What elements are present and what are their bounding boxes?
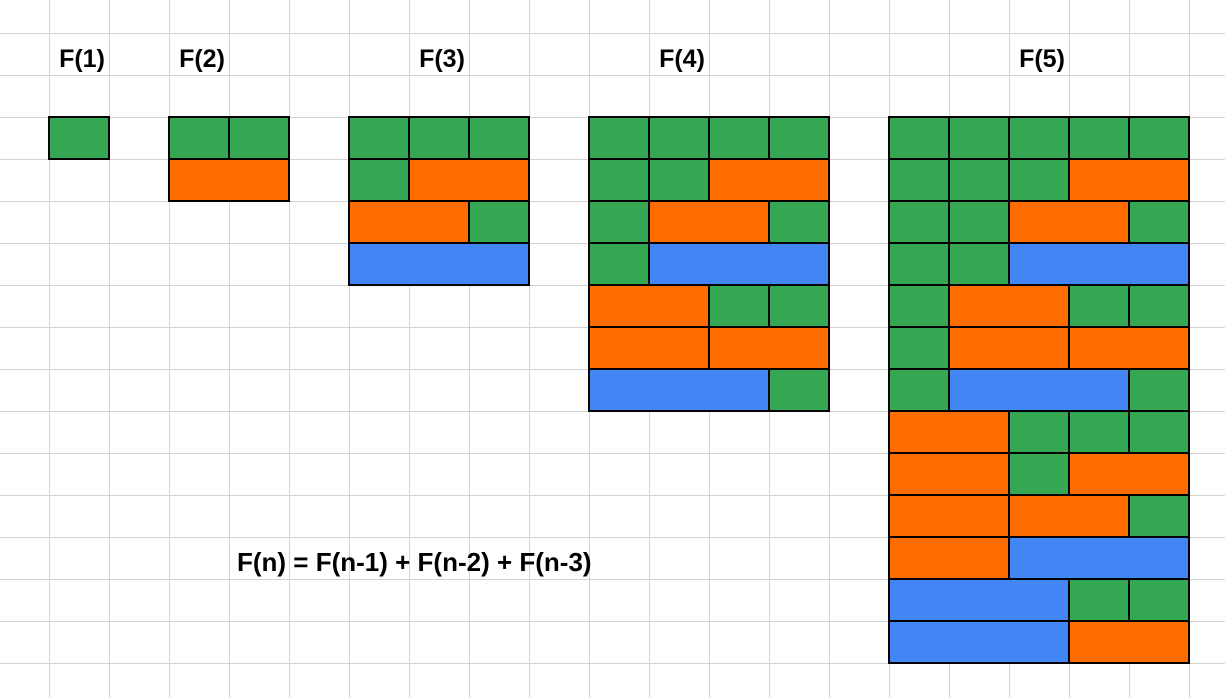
green-tile (888, 368, 950, 412)
blue-tile (1008, 536, 1190, 580)
green-tile (768, 116, 830, 160)
orange-tile (588, 284, 710, 328)
green-tile (948, 158, 1010, 202)
orange-tile (888, 410, 1010, 454)
group-label-f3: F(3) (419, 45, 465, 73)
group-label-f5: F(5) (1019, 45, 1065, 73)
orange-tile (168, 158, 290, 202)
green-tile (1128, 116, 1190, 160)
green-tile (648, 158, 710, 202)
green-tile (888, 200, 950, 244)
green-tile (1128, 368, 1190, 412)
green-tile (948, 116, 1010, 160)
orange-tile (648, 200, 770, 244)
orange-tile (888, 494, 1010, 538)
orange-tile (408, 158, 530, 202)
orange-tile (1068, 158, 1190, 202)
orange-tile (1008, 200, 1130, 244)
green-tile (1068, 284, 1130, 328)
blue-tile (948, 368, 1130, 412)
green-tile (228, 116, 290, 160)
green-tile (1128, 200, 1190, 244)
green-tile (588, 242, 650, 286)
green-tile (768, 368, 830, 412)
green-tile (1068, 578, 1130, 622)
green-tile (768, 284, 830, 328)
orange-tile (948, 326, 1070, 370)
orange-tile (348, 200, 470, 244)
green-tile (168, 116, 230, 160)
orange-tile (708, 326, 830, 370)
blue-tile (648, 242, 830, 286)
green-tile (588, 116, 650, 160)
green-tile (1008, 410, 1070, 454)
blue-tile (888, 620, 1070, 664)
green-tile (768, 200, 830, 244)
green-tile (588, 158, 650, 202)
green-tile (1128, 494, 1190, 538)
green-tile (888, 158, 950, 202)
orange-tile (1068, 452, 1190, 496)
green-tile (648, 116, 710, 160)
green-tile (588, 200, 650, 244)
group-label-f2: F(2) (179, 45, 225, 73)
blue-tile (588, 368, 770, 412)
green-tile (468, 116, 530, 160)
green-tile (1008, 158, 1070, 202)
orange-tile (1068, 620, 1190, 664)
orange-tile (708, 158, 830, 202)
orange-tile (948, 284, 1070, 328)
blue-tile (348, 242, 530, 286)
green-tile (1128, 578, 1190, 622)
recurrence-formula: F(n) = F(n-1) + F(n-2) + F(n-3) (237, 547, 592, 577)
green-tile (408, 116, 470, 160)
green-tile (348, 116, 410, 160)
green-tile (888, 326, 950, 370)
orange-tile (1068, 326, 1190, 370)
green-tile (468, 200, 530, 244)
green-tile (48, 116, 110, 160)
green-tile (1068, 410, 1130, 454)
orange-tile (588, 326, 710, 370)
green-tile (888, 116, 950, 160)
blue-tile (888, 578, 1070, 622)
green-tile (348, 158, 410, 202)
green-tile (1128, 410, 1190, 454)
orange-tile (1008, 494, 1130, 538)
green-tile (888, 242, 950, 286)
group-label-f4: F(4) (659, 45, 705, 73)
green-tile (1008, 116, 1070, 160)
green-tile (948, 200, 1010, 244)
green-tile (1068, 116, 1130, 160)
blue-tile (1008, 242, 1190, 286)
orange-tile (888, 536, 1010, 580)
green-tile (708, 284, 770, 328)
green-tile (888, 284, 950, 328)
group-label-f1: F(1) (59, 45, 105, 73)
green-tile (708, 116, 770, 160)
green-tile (948, 242, 1010, 286)
green-tile (1008, 452, 1070, 496)
green-tile (1128, 284, 1190, 328)
orange-tile (888, 452, 1010, 496)
